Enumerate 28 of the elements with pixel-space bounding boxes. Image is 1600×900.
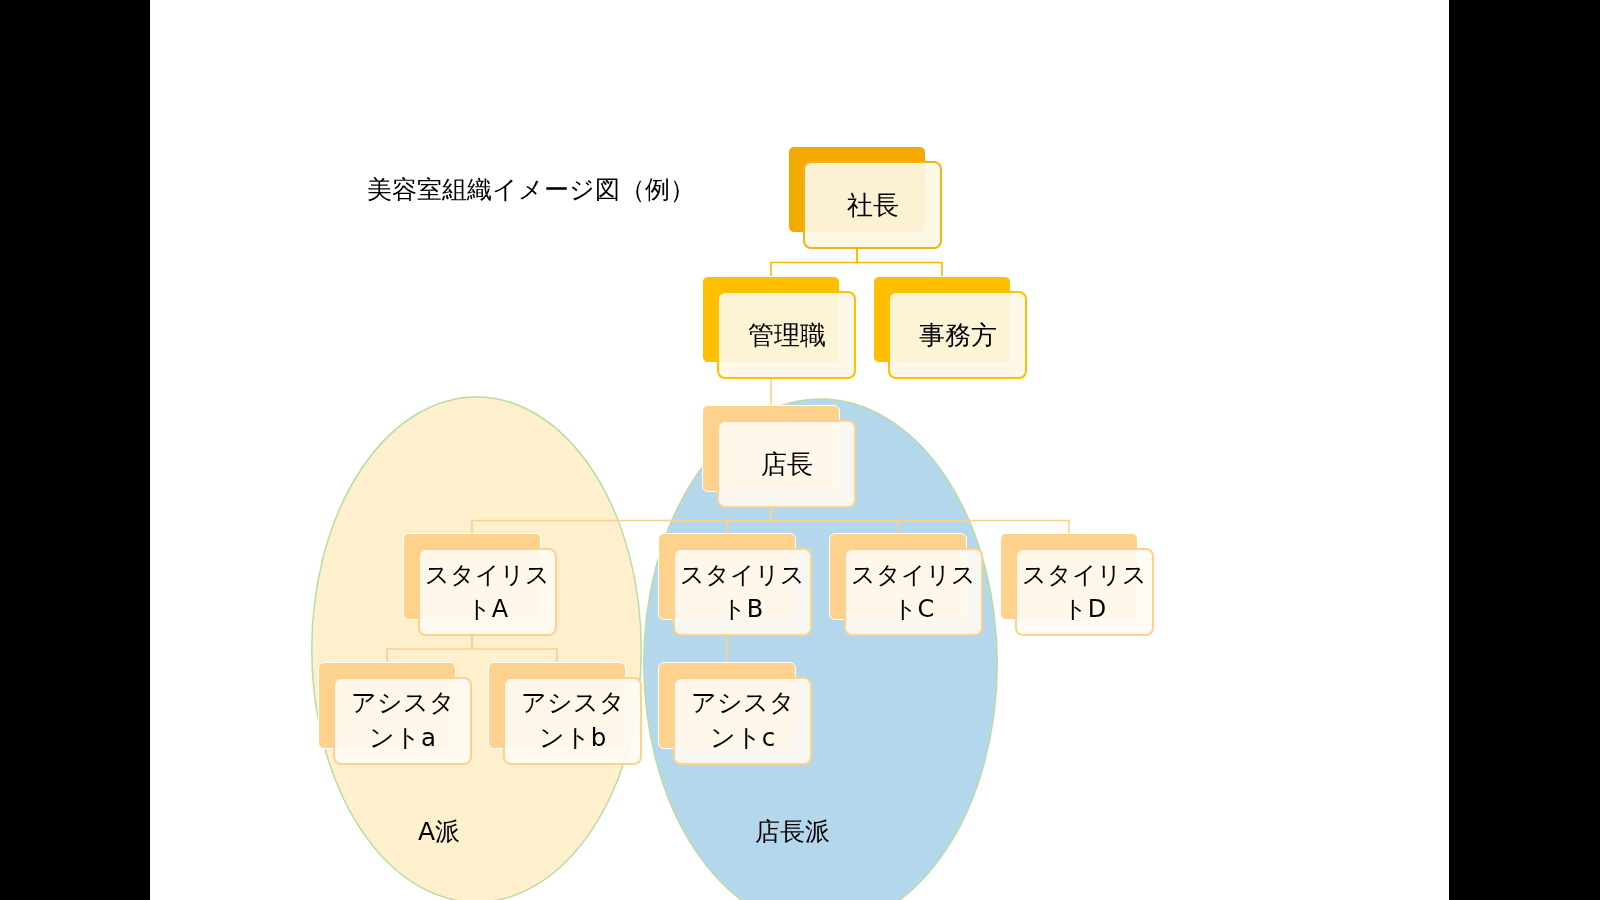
group-label: A派	[417, 816, 461, 848]
role-label: アシスタントc	[689, 687, 796, 754]
org-chart-box	[702, 276, 856, 379]
org-chart-box	[318, 662, 472, 765]
role-label: 社長	[846, 188, 899, 222]
connector-line	[770, 378, 772, 406]
role-label: スタイリストD	[1022, 559, 1147, 625]
org-chart-box	[658, 533, 812, 636]
role-label: スタイリストC	[851, 559, 976, 625]
role-label: 店長	[760, 447, 813, 481]
role-label: スタイリストA	[425, 559, 550, 625]
role-label: 管理職	[747, 318, 826, 352]
connector-line	[471, 635, 558, 663]
diagram-title: 美容室組織イメージ図（例）	[367, 175, 695, 205]
org-chart-box	[1000, 533, 1154, 636]
role-label: 事務方	[918, 318, 997, 352]
role-label: スタイリストB	[680, 559, 805, 625]
org-chart-box	[658, 662, 812, 765]
org-chart-box	[488, 662, 642, 765]
group-label: 店長派	[754, 816, 830, 848]
org-chart-box	[829, 533, 983, 636]
org-chart-box	[873, 276, 1027, 379]
role-label: アシスタントa	[349, 687, 456, 754]
org-chart-box	[788, 146, 942, 249]
org-chart-box	[403, 533, 557, 636]
connector-line	[726, 635, 728, 663]
role-label: アシスタントb	[519, 687, 626, 754]
connector-line	[856, 248, 943, 277]
